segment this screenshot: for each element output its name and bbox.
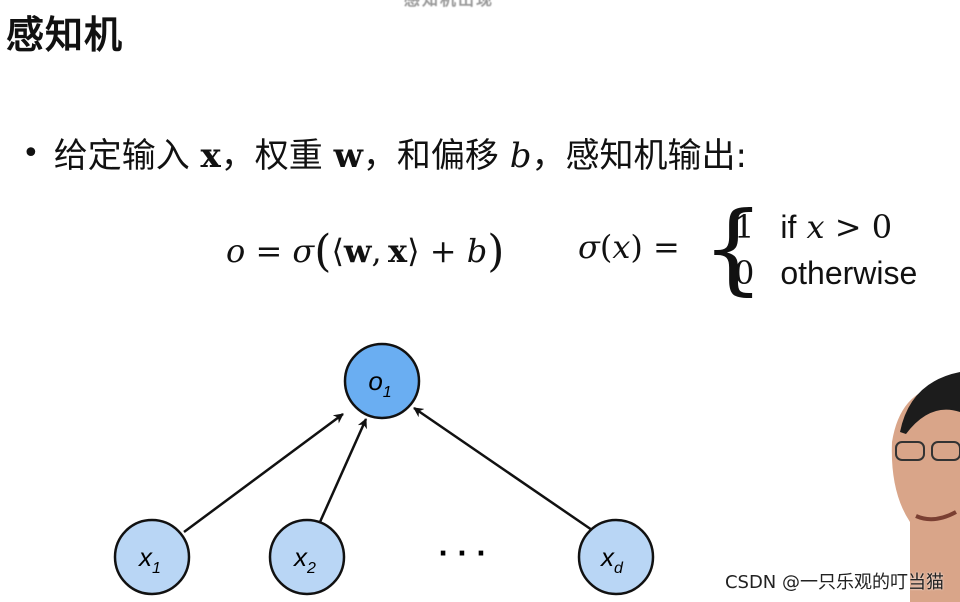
formula-comma: , bbox=[371, 232, 382, 270]
formula-w: w bbox=[343, 232, 372, 270]
formula-sigma: σ bbox=[292, 232, 315, 270]
activation-close-paren: ) bbox=[630, 228, 643, 266]
output-node-label: o bbox=[368, 366, 382, 396]
input-node-d: xd bbox=[577, 518, 655, 596]
row1-if: if bbox=[780, 209, 797, 245]
output-node-sub: 1 bbox=[383, 384, 392, 401]
input-node-sub: 2 bbox=[306, 560, 316, 577]
bullet-x: x bbox=[200, 136, 221, 176]
bullet-part-4: ，感知机输出: bbox=[531, 136, 747, 176]
svg-text:x2: x2 bbox=[292, 542, 316, 577]
svg-text:xd: xd bbox=[599, 542, 624, 577]
presenter-face-image bbox=[870, 372, 960, 602]
row2-value: 0 bbox=[734, 254, 755, 292]
row2-otherwise: otherwise bbox=[780, 255, 918, 291]
row1-condition: > 0 bbox=[834, 208, 893, 246]
input-node-label: x bbox=[137, 542, 153, 572]
bullet-b: b bbox=[509, 136, 532, 176]
edge-x1-o1 bbox=[183, 412, 344, 534]
output-node: o1 bbox=[343, 342, 421, 420]
bullet-part-2: ，权重 bbox=[220, 136, 334, 176]
input-node-sub: 1 bbox=[152, 560, 161, 577]
top-caption-fragment: 感知机出现 bbox=[404, 0, 495, 9]
activation-x: x bbox=[612, 228, 631, 266]
input-node-label: x bbox=[292, 542, 308, 572]
csdn-watermark: CSDN @一只乐观的叮当猫 bbox=[724, 572, 944, 593]
bullet-part-3: ，和偏移 bbox=[362, 136, 510, 176]
formula-rangle: ⟩ bbox=[407, 232, 420, 270]
activation-lhs: σ(x) = bbox=[578, 228, 680, 266]
formula-eq: = bbox=[255, 232, 283, 270]
svg-text:x1: x1 bbox=[137, 542, 161, 577]
svg-text:o1: o1 bbox=[368, 366, 391, 401]
formula-lparen: ( bbox=[314, 226, 332, 277]
formula-b: b bbox=[466, 232, 488, 270]
ellipsis: · · · bbox=[438, 539, 486, 569]
bullet-text: • 给定输入 x，权重 w，和偏移 b，感知机输出: bbox=[22, 128, 747, 177]
input-node-2: x2 bbox=[268, 518, 346, 596]
formula-plus: + bbox=[429, 232, 457, 270]
bullet-part-1: 给定输入 bbox=[53, 136, 201, 176]
bullet-dot: • bbox=[22, 136, 40, 171]
edge-x2-o1 bbox=[318, 418, 368, 523]
formula-x: x bbox=[388, 232, 408, 270]
row1-x: x bbox=[806, 208, 825, 246]
input-node-label: x bbox=[599, 542, 615, 572]
edge-xd-o1 bbox=[413, 406, 593, 532]
formula-langle: ⟨ bbox=[331, 232, 344, 270]
piecewise-brace: { bbox=[702, 192, 765, 306]
row1-value: 1 bbox=[734, 208, 755, 246]
formula-o: o bbox=[226, 232, 246, 270]
input-node-1: x1 bbox=[113, 518, 191, 596]
activation-open-paren: ( bbox=[599, 228, 613, 266]
output-formula: o = σ(⟨w, x⟩ + b) bbox=[226, 226, 504, 277]
piecewise-row-1: 1 if x > 0 bbox=[734, 208, 892, 246]
activation-sigma: σ bbox=[578, 228, 600, 266]
bullet-w: w bbox=[333, 136, 363, 176]
slide-title: 感知机 bbox=[6, 13, 124, 57]
formula-rparen: ) bbox=[487, 226, 505, 277]
activation-eq: = bbox=[653, 228, 680, 266]
input-node-sub: d bbox=[614, 560, 624, 577]
piecewise-row-2: 0 otherwise bbox=[734, 254, 917, 292]
